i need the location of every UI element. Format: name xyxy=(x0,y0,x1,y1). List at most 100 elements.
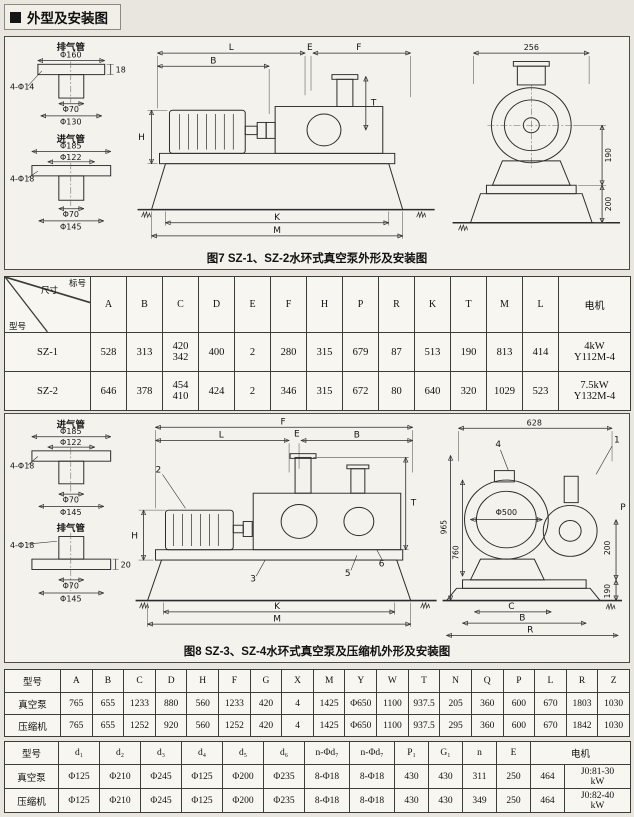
page-title: 外型及安装图 xyxy=(4,4,121,30)
table-row: 真空泵 765 655 1233 880 560 1233 420 4 1425… xyxy=(4,692,630,715)
dim-cell: 765 xyxy=(60,714,93,737)
exhaust-label: 排气管 xyxy=(57,522,85,534)
dim-label: 18 xyxy=(116,66,126,75)
dim-cell: 315 xyxy=(306,371,343,411)
dim-cell: 464 xyxy=(530,788,565,813)
dim-cell: 528 xyxy=(90,332,127,372)
dim-label: T xyxy=(410,499,417,509)
callout-2: 2 xyxy=(156,466,162,476)
dim-cell: 420 342 xyxy=(162,332,199,372)
table-row: 压缩机 765 655 1252 920 560 1252 420 4 1425… xyxy=(4,714,630,737)
dim-label: C xyxy=(508,602,514,612)
figure8-drawing: 进气管 Φ185 Φ122 4-Φ18 Φ70 Φ145 排气管 xyxy=(10,418,626,642)
dim-label: H xyxy=(131,532,138,542)
col-header: L xyxy=(534,669,567,693)
dim-cell: 1233 xyxy=(218,692,251,715)
col-header: H xyxy=(306,276,343,333)
model-cell: 真空泵 xyxy=(4,764,59,789)
fig7-exhaust-pipe-detail: 排气管 Φ160 18 4-Φ14 Φ70 Φ130 xyxy=(10,42,126,127)
col-header: R xyxy=(378,276,415,333)
dim-label: K xyxy=(274,602,280,612)
dim-cell: Φ235 xyxy=(263,764,305,789)
col-header: n-Φd₇ xyxy=(349,741,395,765)
dim-label: 4-Φ14 xyxy=(10,83,34,92)
dim-cell: 454 410 xyxy=(162,371,199,411)
dim-label: 965 xyxy=(439,520,448,534)
table1-header-row: 标号 尺寸 型号 A B C D E F H P R K T M L 电机 xyxy=(4,276,631,333)
dim-cell: 513 xyxy=(414,332,451,372)
table-row: 真空泵 Φ125 Φ210 Φ245 Φ125 Φ200 Φ235 8-Φ18 … xyxy=(4,764,632,789)
figure7-panel: 排气管 Φ160 18 4-Φ14 Φ70 Φ130 进气管 xyxy=(4,36,630,270)
col-header: D xyxy=(154,669,188,693)
dim-cell: 1252 xyxy=(218,714,251,737)
col-header: B xyxy=(126,276,163,333)
col-header: F xyxy=(218,669,251,693)
dim-label: L xyxy=(219,431,224,441)
dim-label: 190 xyxy=(603,584,612,598)
figure7-drawing: 排气管 Φ160 18 4-Φ14 Φ70 Φ130 进气管 xyxy=(10,42,621,239)
dim-label: R xyxy=(527,626,533,636)
dim-cell: 464 xyxy=(530,764,565,789)
callout-1: 1 xyxy=(614,436,620,446)
dim-cell: Φ210 xyxy=(99,764,141,789)
dim-cell: Φ650 xyxy=(344,714,378,737)
dim-cell: 670 xyxy=(534,714,567,737)
dim-label: Φ185 xyxy=(60,142,82,151)
dim-label: T xyxy=(370,99,377,109)
callout-3: 3 xyxy=(250,575,256,585)
dim-cell: 920 xyxy=(154,714,188,737)
dim-label: Φ70 xyxy=(63,582,79,591)
corner-label-bottom: 型号 xyxy=(9,320,27,331)
dim-cell: 937.5 xyxy=(407,714,441,737)
dim-cell: 670 xyxy=(534,692,567,715)
col-header: D xyxy=(198,276,235,333)
dim-label: F xyxy=(356,43,361,53)
dim-cell: 8-Φ18 xyxy=(349,764,395,789)
fig8-exhaust-pipe-detail: 排气管 4-Φ18 20 Φ70 Φ145 xyxy=(10,522,131,603)
col-header: L xyxy=(522,276,559,333)
dim-cell: Φ125 xyxy=(181,788,223,813)
intake-label: 进气管 xyxy=(57,419,85,431)
fig7-end-view: 256 190 200 xyxy=(452,43,621,232)
exhaust-label: 排气管 xyxy=(57,42,85,54)
corner-label-top: 标号 xyxy=(68,278,86,288)
dim-cell: 430 xyxy=(394,788,429,813)
dim-label: 20 xyxy=(121,561,131,570)
col-header: P xyxy=(502,669,536,693)
dim-cell: 190 xyxy=(450,332,487,372)
dim-cell: 880 xyxy=(154,692,188,715)
table-row: 压缩机 Φ125 Φ210 Φ245 Φ125 Φ200 Φ235 8-Φ18 … xyxy=(4,788,632,813)
dim-cell: 1803 xyxy=(565,692,599,715)
table-sz3-sz4-flange-dimensions: 型号 d₁ d₂ d₃ d₄ d₅ d₆ n-Φd₇ n-Φd₇ P₁ G₁ n… xyxy=(4,741,632,813)
dim-cell: 1100 xyxy=(376,692,409,715)
callout-6: 6 xyxy=(379,560,385,570)
model-cell: 压缩机 xyxy=(4,714,61,737)
dim-label: E xyxy=(294,430,300,440)
dim-cell: 414 xyxy=(522,332,559,372)
col-header: F xyxy=(270,276,307,333)
dim-cell: 600 xyxy=(502,692,536,715)
model-cell: SZ-2 xyxy=(4,371,91,411)
dim-cell: 420 xyxy=(249,692,283,715)
fig7-intake-pipe-detail: 进气管 Φ185 Φ122 4-Φ18 Φ70 Φ145 xyxy=(10,133,112,231)
col-header: N xyxy=(439,669,472,693)
dim-cell: 250 xyxy=(496,764,531,789)
col-header: d₂ xyxy=(99,741,141,765)
dim-label: 4-Φ18 xyxy=(10,541,34,550)
col-header: d₄ xyxy=(181,741,223,765)
dim-cell: 1425 xyxy=(312,692,346,715)
dim-cell: 1425 xyxy=(312,714,346,737)
model-cell: 真空泵 xyxy=(4,692,61,715)
col-header: Y xyxy=(344,669,378,693)
dim-cell: 360 xyxy=(470,714,504,737)
dim-cell: 1233 xyxy=(123,692,156,715)
dim-cell: 378 xyxy=(126,371,163,411)
dim-label: Φ70 xyxy=(63,496,79,505)
dim-cell: 813 xyxy=(486,332,523,372)
dim-cell: Φ650 xyxy=(344,692,378,715)
dim-label: Φ145 xyxy=(60,508,82,517)
dim-label: B xyxy=(519,614,525,624)
dim-cell: Φ245 xyxy=(140,764,182,789)
intake-label: 进气管 xyxy=(57,133,85,145)
model-cell: SZ-1 xyxy=(4,332,91,372)
